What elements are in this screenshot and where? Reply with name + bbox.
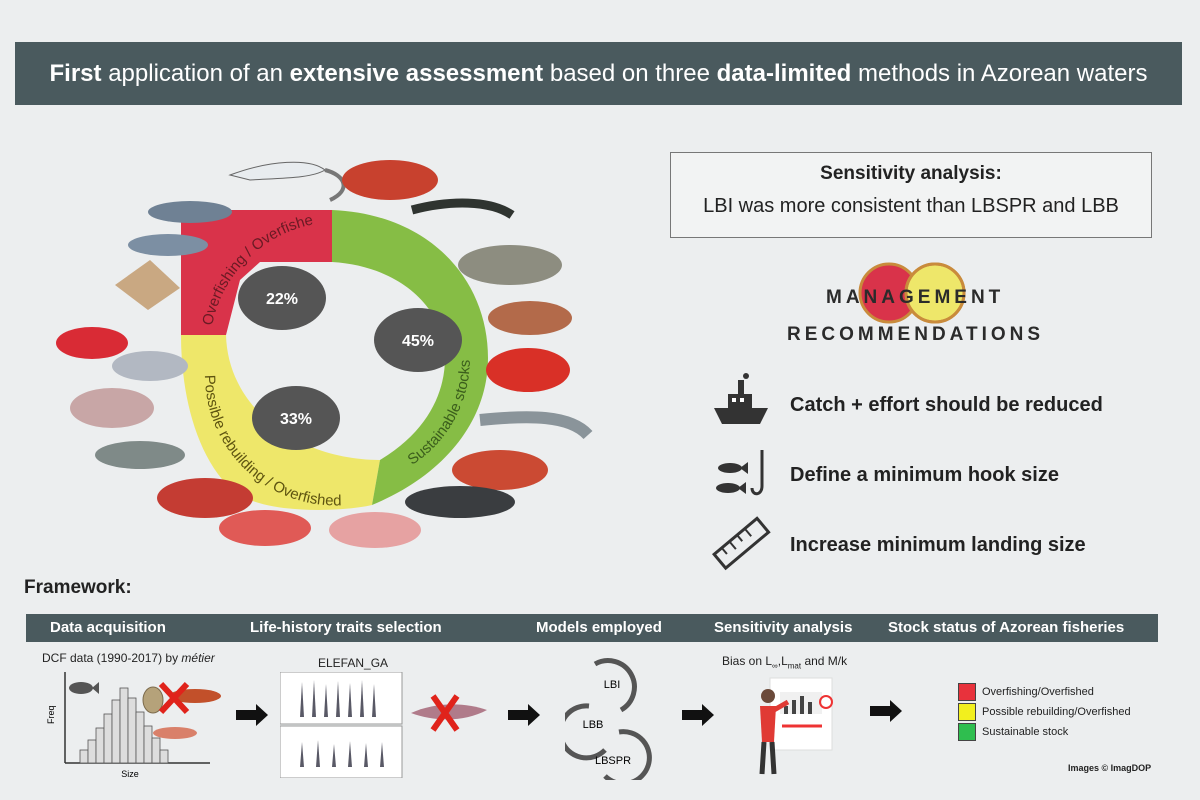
sensitivity-summary-box: Sensitivity analysis: LBI was more consi… bbox=[670, 152, 1152, 238]
analyst-illustration bbox=[759, 677, 833, 775]
bias-text: Bias on L∞,Lmat and M/k bbox=[722, 654, 848, 671]
fish-rockfish-icon bbox=[157, 478, 253, 518]
fish-alfonsino-icon bbox=[486, 348, 570, 392]
fish-wreckfish-icon bbox=[488, 301, 572, 335]
step-sensitivity: Sensitivity analysis bbox=[714, 619, 853, 636]
model-lbb: LBB bbox=[583, 719, 604, 731]
legend-swatch-overfished bbox=[958, 683, 976, 701]
fish-cutlassfish-tail-icon bbox=[324, 168, 346, 202]
donut-segment-overfished bbox=[181, 210, 332, 335]
fish-hook-icon bbox=[716, 450, 764, 496]
small-fish-icon bbox=[69, 682, 93, 694]
management-venn-icon bbox=[858, 262, 966, 324]
arrow-right-icon bbox=[236, 704, 268, 726]
arrow-right-icon bbox=[682, 704, 714, 726]
percent-badge-sustainable bbox=[374, 308, 462, 372]
stock-status-donut: Overfishing / Overfished Possible rebuil… bbox=[0, 130, 593, 548]
squid-crossed-icon bbox=[411, 694, 487, 732]
fish-pagellus-icon bbox=[70, 388, 154, 428]
ruler-icon bbox=[712, 516, 771, 571]
recommendation-landing-size: Increase minimum landing size bbox=[790, 534, 1086, 556]
legend-swatch-sustainable bbox=[958, 723, 976, 741]
step-life-history: Life-history traits selection bbox=[250, 619, 442, 636]
banner-text-2: based on three bbox=[543, 59, 717, 87]
fish-parrotfish-icon bbox=[56, 327, 128, 359]
sensitivity-text: LBI was more consistent than LBSPR and L… bbox=[703, 195, 1119, 217]
percent-badge-rebuilding bbox=[252, 386, 340, 450]
dcf-data-text: DCF data (1990-2017) by métier bbox=[42, 651, 215, 665]
percent-overfished: 22% bbox=[266, 291, 298, 308]
oyster-icon bbox=[142, 686, 164, 714]
sensitivity-title: Sensitivity analysis: bbox=[820, 163, 1002, 184]
histogram-x-label: Size bbox=[121, 769, 139, 779]
image-credit: Images © ImagDOP bbox=[1068, 763, 1152, 773]
arrow-right-icon bbox=[508, 704, 540, 726]
donut-segment-rebuilding bbox=[181, 335, 380, 510]
fish-horse-mackerel-icon bbox=[148, 201, 232, 223]
banner-bold-assessment: extensive assessment bbox=[289, 59, 544, 87]
elefan-plots bbox=[280, 672, 403, 778]
banner-bold-data-limited: data-limited bbox=[716, 59, 852, 87]
fish-amberjack-icon bbox=[95, 441, 185, 469]
percent-sustainable: 45% bbox=[402, 333, 434, 350]
framework-header-bar bbox=[26, 614, 1158, 642]
step-data-acquisition: Data acquisition bbox=[50, 619, 166, 636]
length-histogram: Freq Size bbox=[46, 672, 221, 779]
framework-title: Framework: bbox=[24, 577, 132, 598]
fish-scorpionfish-icon bbox=[342, 160, 438, 200]
step-stock-status: Stock status of Azorean fisheries bbox=[888, 619, 1125, 636]
recommendations-word: RECOMMENDATIONS bbox=[787, 324, 1045, 345]
shrimp-icon bbox=[153, 727, 197, 739]
legend-label-rebuilding: Possible rebuilding/Overfished bbox=[982, 706, 1131, 718]
fish-grey-icon bbox=[112, 351, 188, 381]
fish-eel-icon bbox=[410, 198, 515, 219]
red-cross-icon bbox=[158, 681, 190, 715]
title-banner: First application of an extensive assess… bbox=[15, 42, 1182, 105]
donut-segment-sustainable bbox=[332, 210, 488, 505]
arrow-right-icon bbox=[870, 700, 902, 722]
banner-text-3: methods in Azorean waters bbox=[851, 59, 1148, 87]
percent-rebuilding: 33% bbox=[280, 411, 312, 428]
fish-illustrations bbox=[56, 160, 593, 548]
fish-conger-icon bbox=[479, 411, 593, 440]
fish-mackerel-icon bbox=[128, 234, 208, 256]
model-lbspr: LBSPR bbox=[595, 755, 631, 767]
legend-label-sustainable: Sustainable stock bbox=[982, 726, 1069, 738]
legend-label-overfished: Overfishing/Overfished bbox=[982, 686, 1094, 698]
fish-ray-icon bbox=[115, 260, 180, 310]
fish-redfish-icon bbox=[452, 450, 548, 490]
fish-seabream-icon bbox=[329, 512, 421, 548]
fish-grouper-icon bbox=[458, 245, 562, 285]
fish-blackfish-icon bbox=[405, 486, 515, 518]
management-word: MANAGEMENT bbox=[826, 287, 1005, 308]
elefan-label: ELEFAN_GA bbox=[318, 656, 389, 670]
histogram-y-label: Freq bbox=[46, 705, 56, 724]
recommendation-hook-size: Define a minimum hook size bbox=[790, 464, 1059, 486]
fishing-boat-icon bbox=[714, 373, 768, 424]
banner-bold-first: First bbox=[49, 59, 102, 87]
step-models: Models employed bbox=[536, 619, 662, 636]
banner-text-1: application of an bbox=[101, 59, 290, 87]
fish-redbream-icon bbox=[219, 510, 311, 546]
percent-badge-overfished bbox=[238, 266, 326, 330]
metier-italic: métier bbox=[181, 651, 215, 665]
fish-cutlassfish-icon bbox=[228, 161, 326, 181]
recommendation-catch-effort: Catch + effort should be reduced bbox=[790, 394, 1103, 416]
models-cycle-diagram: LBI LBB LBSPR bbox=[565, 658, 652, 780]
model-lbi: LBI bbox=[604, 679, 621, 691]
legend-swatch-rebuilding bbox=[958, 703, 976, 721]
